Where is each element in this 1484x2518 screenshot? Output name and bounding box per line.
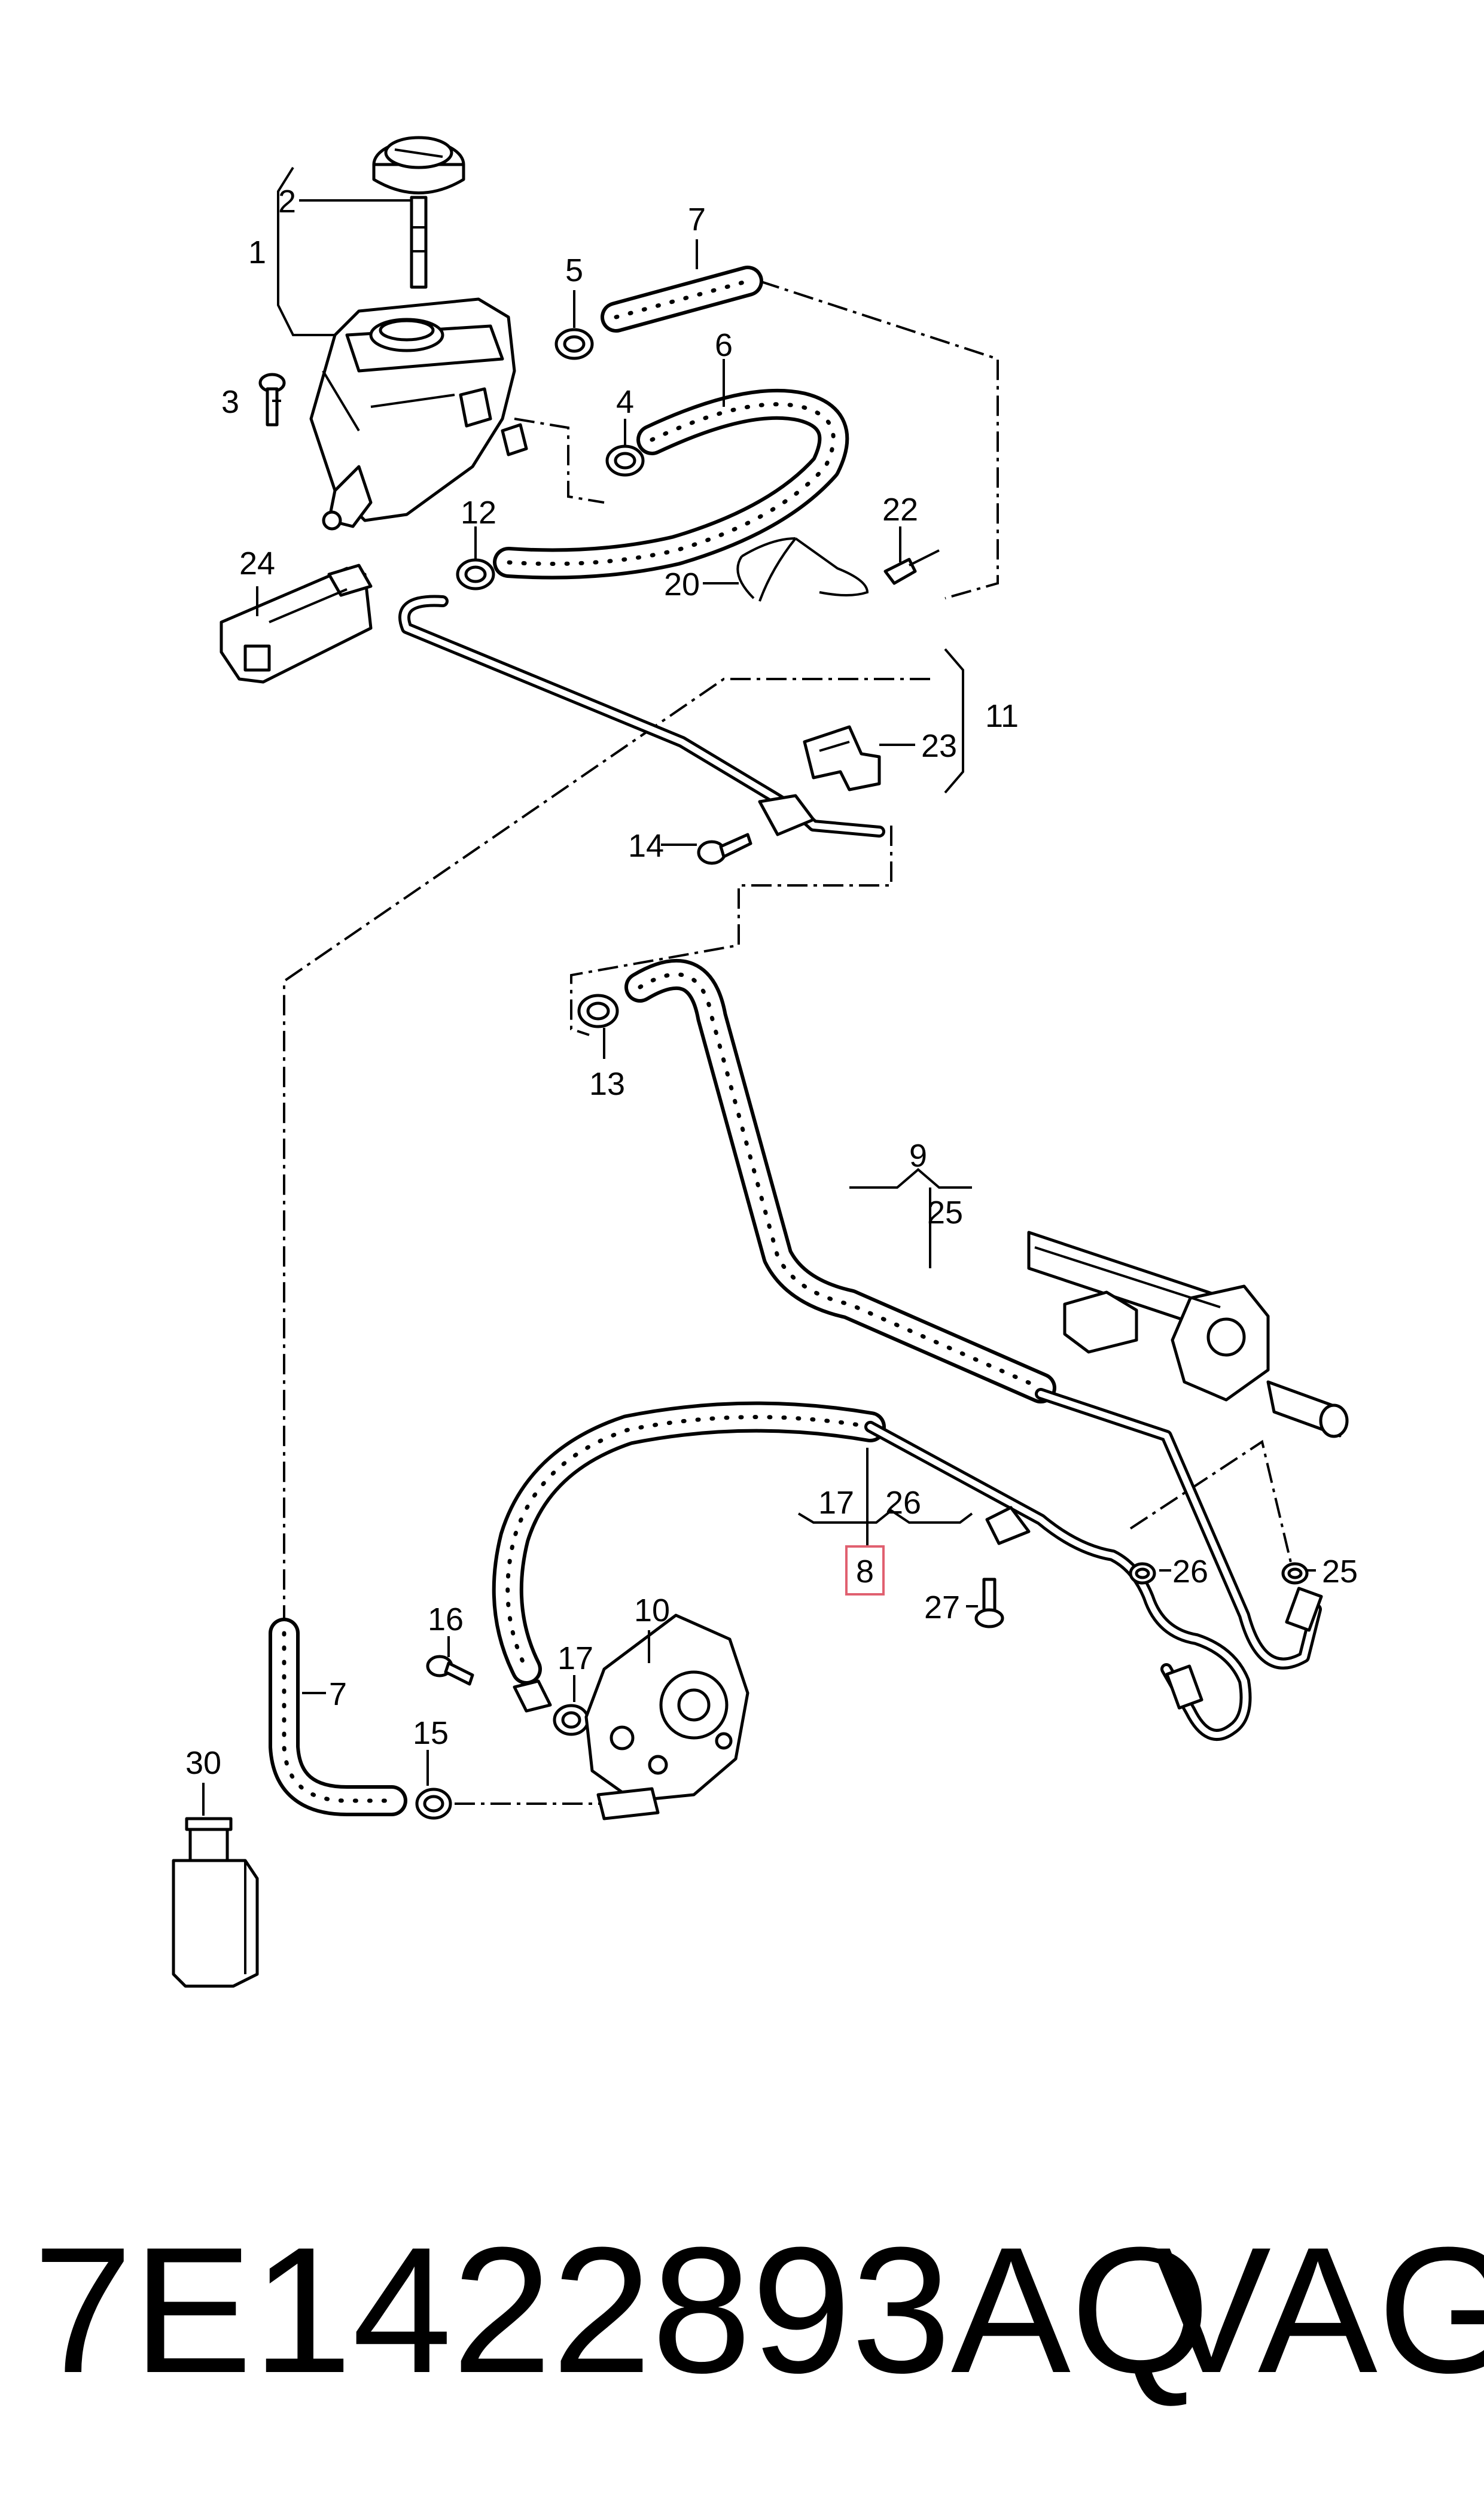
screw-3 <box>258 373 286 427</box>
callout-26-group: 26 <box>885 1485 921 1521</box>
callout-4: 4 <box>616 384 634 420</box>
leader-lines <box>202 166 1316 1816</box>
connection-lines <box>283 280 1293 1805</box>
hose-clamp-12 <box>456 558 495 590</box>
callout-14: 14 <box>628 828 664 864</box>
highlight-box-8 <box>845 1545 885 1596</box>
bolt-14 <box>697 833 752 865</box>
callout-17-group: 17 <box>818 1485 854 1521</box>
reservoir-cap <box>372 136 465 289</box>
hose-7-bottom <box>269 1618 407 1816</box>
bracket-23 <box>803 725 881 791</box>
callout-20: 20 <box>664 567 700 602</box>
callout-26-ring: 26 <box>1172 1554 1208 1590</box>
callout-25-ring: 25 <box>1322 1554 1358 1590</box>
return-pipe-11 <box>398 595 885 838</box>
callout-27: 27 <box>924 1590 960 1625</box>
steering-rack <box>1027 1231 1349 1438</box>
callout-24: 24 <box>239 546 275 581</box>
fluid-bottle <box>172 1817 259 1988</box>
callout-3: 3 <box>221 384 239 420</box>
screw-22 <box>883 549 940 585</box>
callout-7-bottom: 7 <box>329 1676 347 1712</box>
callout-25-group: 25 <box>927 1195 963 1231</box>
seal-17 <box>553 1704 590 1736</box>
hose-8 <box>492 1401 886 1685</box>
bracket-20 <box>736 537 869 602</box>
hose-clamp-4 <box>605 444 645 477</box>
o-ring-26 <box>1129 1562 1156 1585</box>
control-unit-24 <box>220 564 373 684</box>
callout-13: 13 <box>589 1066 625 1102</box>
part-number: 7E1422893AQ <box>33 2209 1210 2410</box>
callout-30: 30 <box>185 1745 221 1781</box>
callout-17-pump: 17 <box>557 1640 593 1676</box>
hose-7-top <box>601 266 763 333</box>
callout-11: 11 <box>985 698 1019 734</box>
callout-16: 16 <box>428 1601 464 1637</box>
hose-clamp-15 <box>415 1788 452 1820</box>
hose-9 <box>624 958 1056 1403</box>
callout-6: 6 <box>715 327 733 363</box>
brand-label: VAG <box>1151 2209 1484 2410</box>
power-steering-pump <box>513 1613 749 1820</box>
callout-8: 8 <box>856 1554 874 1590</box>
pressure-pipes <box>864 1388 1323 1741</box>
callout-12: 12 <box>461 495 496 531</box>
hose-clamp-13 <box>577 994 619 1028</box>
callout-7-top: 7 <box>688 202 706 238</box>
callout-9: 9 <box>909 1138 927 1174</box>
bolt-16 <box>426 1655 474 1686</box>
fluid-reservoir <box>309 297 528 531</box>
hose-clamp-5 <box>554 328 594 360</box>
callouts: 1 2 3 4 5 6 7 7 8 9 10 11 12 13 14 15 16… <box>185 184 1358 1781</box>
callout-10: 10 <box>634 1593 670 1628</box>
o-ring-25 <box>1281 1562 1309 1585</box>
bolt-27 <box>974 1578 1004 1628</box>
hose-6 <box>493 388 849 580</box>
callout-1: 1 <box>248 235 266 270</box>
callout-5: 5 <box>565 252 583 288</box>
callout-2: 2 <box>278 184 296 220</box>
callout-15: 15 <box>413 1715 449 1751</box>
callout-22: 22 <box>882 492 918 528</box>
callout-23: 23 <box>921 728 957 764</box>
